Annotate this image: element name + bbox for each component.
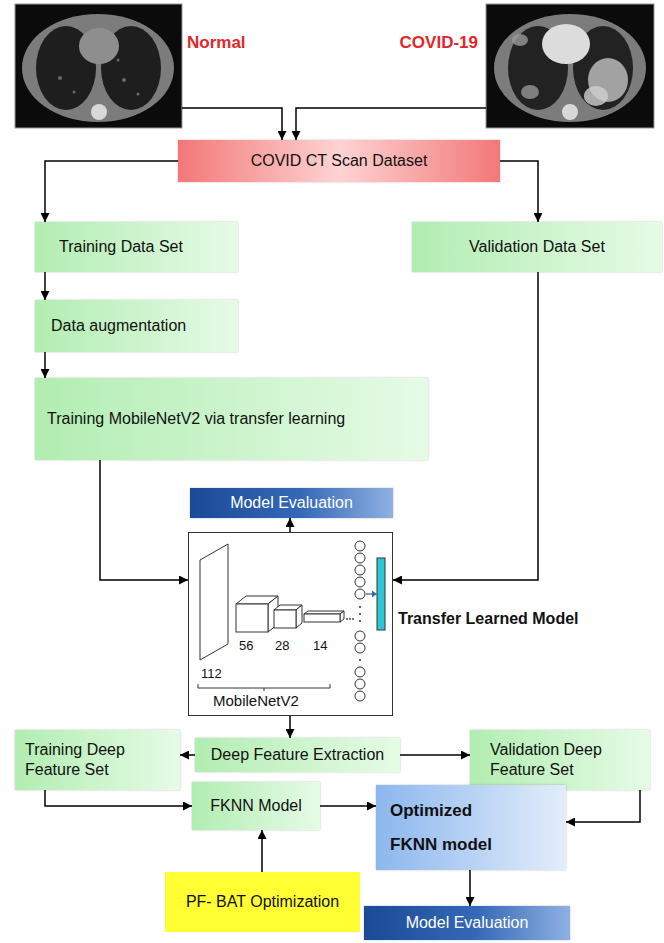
- output-layer: [377, 558, 385, 630]
- process-box: Training MobileNetV2 via transfer learni…: [35, 378, 428, 460]
- connector-arrow: [100, 460, 188, 580]
- layer-size: 14: [313, 639, 327, 653]
- feature-map: [236, 604, 268, 632]
- node-label: Model Evaluation: [230, 493, 353, 513]
- process-box: Data augmentation: [35, 300, 238, 352]
- ct-image: Normal: [15, 4, 182, 128]
- input-layer: [200, 544, 228, 660]
- classifier-box: FKNN Model: [192, 782, 320, 830]
- connector-arrow: [400, 754, 470, 756]
- ct-body: [22, 14, 174, 122]
- ct-vessel: [58, 76, 62, 80]
- connector-arrow: [289, 716, 291, 738]
- node-label: Normal: [187, 32, 246, 53]
- node-label: Training Deep Feature Set: [25, 740, 147, 780]
- ct-spine: [562, 104, 578, 120]
- ct-frame: [15, 4, 182, 128]
- connector-arrow: [44, 352, 46, 378]
- node-label: Transfer Learned Model: [398, 609, 579, 629]
- optimized-box: Optimized FKNN model: [376, 785, 566, 870]
- output-arrow: [366, 594, 372, 595]
- ct-body: [494, 14, 646, 122]
- neuron-column: [355, 541, 365, 701]
- node-label: COVID-19: [400, 32, 478, 53]
- evaluation-box: Model Evaluation: [190, 488, 393, 518]
- node-label: Optimized FKNN model: [390, 794, 512, 862]
- connector-arrow: [261, 830, 263, 872]
- ct-frame: [486, 4, 654, 128]
- ct-spine: [91, 104, 107, 120]
- feature-map: [274, 610, 296, 628]
- node-label: PF- BAT Optimization: [186, 892, 339, 912]
- ground-glass-opacity: [512, 34, 528, 46]
- node-label: FKNN Model: [210, 796, 302, 816]
- feature-map: [296, 605, 302, 628]
- connector-arrow: [44, 272, 46, 300]
- output-arrowhead: [372, 591, 377, 598]
- model-ground: [188, 532, 393, 716]
- ellipsis-dots: [346, 618, 354, 620]
- layer-size: 112: [201, 667, 222, 681]
- ct-image-covid: [486, 4, 654, 128]
- connector-arrow: [566, 790, 640, 822]
- connector-arrow: [469, 870, 471, 906]
- connector-arrow: [500, 161, 538, 222]
- brace: [198, 684, 330, 691]
- connector-arrow: [45, 161, 178, 222]
- optimization-box: PF- BAT Optimization: [165, 872, 360, 932]
- connector-arrow: [296, 108, 486, 140]
- dataset-box: COVID CT Scan Dataset: [178, 140, 500, 182]
- feature-map: [304, 614, 340, 622]
- node-label: Model Evaluation: [406, 913, 529, 933]
- model-name: MobileNetV2: [213, 693, 299, 710]
- connector-arrow: [182, 108, 282, 140]
- ct-vessel: [122, 78, 126, 82]
- ellipsis-dots: [359, 606, 361, 661]
- node-label: COVID CT Scan Dataset: [251, 151, 428, 171]
- layer-size: 28: [275, 639, 289, 653]
- node-label: Training Data Set: [59, 237, 183, 257]
- ground-glass-opacity: [521, 85, 539, 99]
- connector-arrow: [180, 754, 195, 756]
- evaluation-box: Model Evaluation: [364, 906, 570, 940]
- ct-heart: [79, 28, 119, 64]
- network-illustration: [188, 532, 393, 716]
- process-box: Deep Feature Extraction: [195, 738, 400, 772]
- node-label: Training MobileNetV2 via transfer learni…: [47, 409, 345, 429]
- node-label: Validation Deep Feature Set: [490, 740, 625, 780]
- ground-glass-opacity: [584, 86, 608, 106]
- ct-heart: [542, 24, 590, 64]
- node-label: Validation Data Set: [469, 237, 605, 257]
- connector-arrow: [320, 805, 376, 807]
- feature-set-box: Training Deep Feature Set: [15, 730, 180, 790]
- ct-image-normal: [15, 4, 182, 128]
- ct-vessel: [117, 59, 120, 62]
- model-box: Transfer Learned Model112562814MobileNet…: [188, 532, 393, 716]
- connector-arrow: [289, 518, 291, 532]
- process-box: Validation Data Set: [412, 222, 662, 272]
- node-label: Deep Feature Extraction: [211, 745, 384, 765]
- feature-set-box: Validation Deep Feature Set: [470, 730, 650, 790]
- ct-vessel: [137, 93, 140, 96]
- connector-arrow: [45, 790, 192, 806]
- feature-map: [340, 611, 344, 622]
- process-box: Training Data Set: [35, 222, 238, 272]
- layer-size: 56: [239, 639, 253, 653]
- ct-image: COVID-19: [486, 4, 654, 128]
- node-label: Data augmentation: [51, 316, 186, 336]
- ct-vessel: [73, 91, 76, 94]
